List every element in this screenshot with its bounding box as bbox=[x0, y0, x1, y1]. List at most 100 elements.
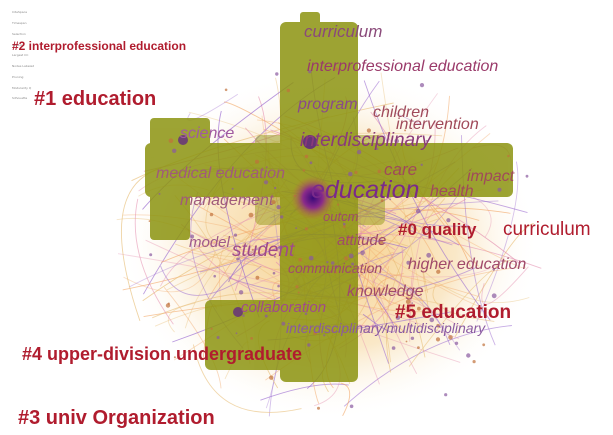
network-node bbox=[210, 327, 213, 330]
network-node bbox=[380, 199, 384, 203]
network-node bbox=[334, 67, 338, 71]
network-node bbox=[444, 393, 448, 397]
network-node bbox=[148, 220, 151, 223]
network-node bbox=[224, 88, 228, 92]
meta-line: Timespan bbox=[12, 20, 27, 25]
cluster-label-2: #2 interprofessional education bbox=[12, 39, 187, 53]
network-node bbox=[255, 159, 259, 164]
keyword-management: management bbox=[180, 192, 274, 209]
network-node bbox=[410, 336, 415, 340]
network-node bbox=[349, 404, 354, 409]
network-node bbox=[330, 261, 335, 265]
network-node bbox=[417, 346, 420, 349]
network-link bbox=[392, 235, 530, 304]
keyword-interdisciplinary: interdisciplinary bbox=[300, 130, 431, 151]
network-link bbox=[404, 207, 511, 218]
network-node bbox=[308, 70, 312, 74]
network-node bbox=[343, 222, 346, 226]
hub-node-education bbox=[291, 176, 335, 220]
network-node bbox=[395, 315, 401, 320]
network-node bbox=[411, 302, 414, 304]
network-node bbox=[429, 317, 435, 323]
network-node bbox=[168, 138, 174, 143]
network-link bbox=[343, 325, 512, 407]
network-node bbox=[309, 161, 313, 165]
network-link bbox=[235, 249, 479, 297]
network-node bbox=[269, 375, 274, 380]
network-node bbox=[349, 271, 352, 274]
network-node bbox=[286, 88, 290, 93]
network-link bbox=[385, 198, 446, 373]
cluster-label-0-curriculum: curriculum bbox=[503, 219, 591, 240]
network-node bbox=[419, 83, 425, 88]
network-node bbox=[236, 257, 240, 261]
network-link bbox=[160, 265, 262, 296]
network-link bbox=[192, 344, 302, 413]
network-link bbox=[390, 288, 424, 302]
network-node bbox=[426, 252, 432, 258]
network-node bbox=[313, 331, 317, 335]
network-node bbox=[295, 285, 299, 289]
network-node bbox=[304, 227, 308, 231]
network-node bbox=[351, 262, 355, 266]
network-node bbox=[525, 174, 529, 178]
keyword-knowledge: knowledge bbox=[347, 283, 424, 300]
network-node bbox=[277, 284, 280, 288]
cluster-label-5: #5 education bbox=[395, 302, 512, 323]
network-node bbox=[436, 269, 441, 274]
network-node bbox=[340, 193, 346, 199]
network-node bbox=[173, 356, 176, 359]
network-node bbox=[348, 171, 353, 177]
hub-node-interdisciplinary bbox=[303, 135, 317, 149]
network-node bbox=[209, 212, 214, 217]
keyword-medical-education: medical education bbox=[156, 165, 285, 182]
network-node bbox=[302, 169, 305, 172]
network-node bbox=[394, 138, 400, 144]
node-block-horizontal bbox=[145, 143, 513, 197]
network-link bbox=[408, 263, 418, 329]
network-node bbox=[448, 335, 453, 340]
network-node bbox=[255, 275, 260, 280]
network-node bbox=[354, 170, 358, 174]
network-node bbox=[323, 334, 326, 337]
keyword-model: model bbox=[189, 234, 230, 251]
network-node bbox=[274, 186, 277, 190]
network-node bbox=[272, 271, 276, 275]
network-node bbox=[298, 257, 303, 262]
network-node bbox=[149, 253, 153, 257]
network-node bbox=[326, 261, 329, 264]
network-node bbox=[482, 343, 486, 347]
network-node bbox=[278, 245, 283, 250]
network-node bbox=[389, 198, 392, 201]
keyword-student: student bbox=[232, 240, 295, 261]
network-node bbox=[280, 215, 284, 219]
network-node bbox=[472, 360, 476, 364]
keyword-care: care bbox=[384, 160, 418, 179]
network-node bbox=[405, 299, 411, 305]
network-link bbox=[432, 284, 495, 322]
network-node bbox=[190, 234, 195, 239]
meta-line: CiteSpace bbox=[12, 10, 28, 15]
network-node bbox=[507, 154, 510, 158]
network-node bbox=[307, 343, 311, 347]
meta-line: Largest CC bbox=[12, 53, 29, 58]
network-node bbox=[233, 233, 238, 237]
network-link bbox=[340, 382, 351, 417]
keyword-interprofessional-education: interprofessional education bbox=[307, 58, 499, 75]
cluster-label-1: #1 education bbox=[34, 88, 157, 110]
network-node bbox=[242, 314, 245, 317]
keyword-children: children bbox=[373, 104, 430, 121]
network-node bbox=[466, 353, 471, 358]
meta-line: Nodes Labeled bbox=[12, 64, 35, 69]
cluster-label-3: #3 univ Organization bbox=[18, 407, 215, 429]
network-link bbox=[409, 125, 487, 342]
network-link bbox=[260, 383, 349, 401]
cluster-label-4: #4 upper-division undergraduate bbox=[22, 344, 303, 364]
network-node bbox=[251, 248, 254, 251]
network-node bbox=[393, 186, 398, 191]
network-node bbox=[446, 218, 451, 223]
keyword-education: education bbox=[311, 176, 420, 204]
network-node bbox=[216, 336, 220, 339]
network-node bbox=[415, 208, 421, 214]
network-node bbox=[347, 236, 352, 241]
